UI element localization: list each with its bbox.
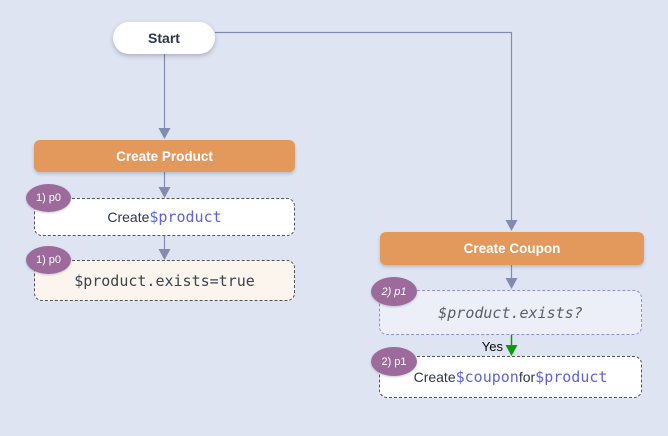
arrowhead-action-to-outcome <box>158 249 171 260</box>
node-start: Start <box>113 22 215 54</box>
arrowhead-create-coupon-to-condition <box>505 278 518 289</box>
node-create-coupon-action: Create $coupon for $product <box>379 356 642 398</box>
edge-label-yes: Yes <box>481 339 503 354</box>
step-badge-label: 2) p1 <box>381 285 407 298</box>
arrowhead-start-to-create-coupon <box>505 220 518 231</box>
node-create-product-action: Create $product <box>34 198 295 236</box>
step-badge-2-p1-action: 2) p1 <box>371 347 417 376</box>
action-text-plain: Create <box>107 209 150 225</box>
step-badge-1-p0-outcome: 1) p0 <box>26 246 71 274</box>
step-badge-label: 1) p0 <box>35 254 62 266</box>
edge-start-to-create-coupon <box>215 31 513 221</box>
node-start-label: Start <box>148 30 180 46</box>
arrowhead-yes-branch <box>505 345 518 356</box>
arrowhead-start-to-create-product <box>158 128 171 139</box>
arrowhead-create-product-to-action <box>158 187 171 198</box>
step-badge-label: 2) p1 <box>381 355 407 368</box>
step-badge-label: 1) p0 <box>35 192 62 204</box>
node-create-product-label: Create Product <box>116 148 213 164</box>
action-text-code-coupon: $coupon <box>455 368 519 386</box>
node-create-coupon-label: Create Coupon <box>463 241 561 256</box>
step-badge-1-p0-action: 1) p0 <box>26 184 71 212</box>
node-create-product-header: Create Product <box>34 140 295 172</box>
node-product-outcome: $product.exists=true <box>34 260 295 301</box>
action-text-plain: Create <box>413 369 456 385</box>
node-create-coupon-header: Create Coupon <box>380 232 644 265</box>
node-product-exists-condition: $product.exists? <box>379 290 642 335</box>
action-text-code-product: $product <box>535 368 608 386</box>
action-text-code: $product <box>149 208 222 226</box>
condition-text-code: $product.exists? <box>438 303 583 322</box>
step-badge-2-p1-condition: 2) p1 <box>371 277 417 306</box>
outcome-text-code: $product.exists=true <box>74 271 255 290</box>
action-text-plain-for: for <box>518 369 536 385</box>
